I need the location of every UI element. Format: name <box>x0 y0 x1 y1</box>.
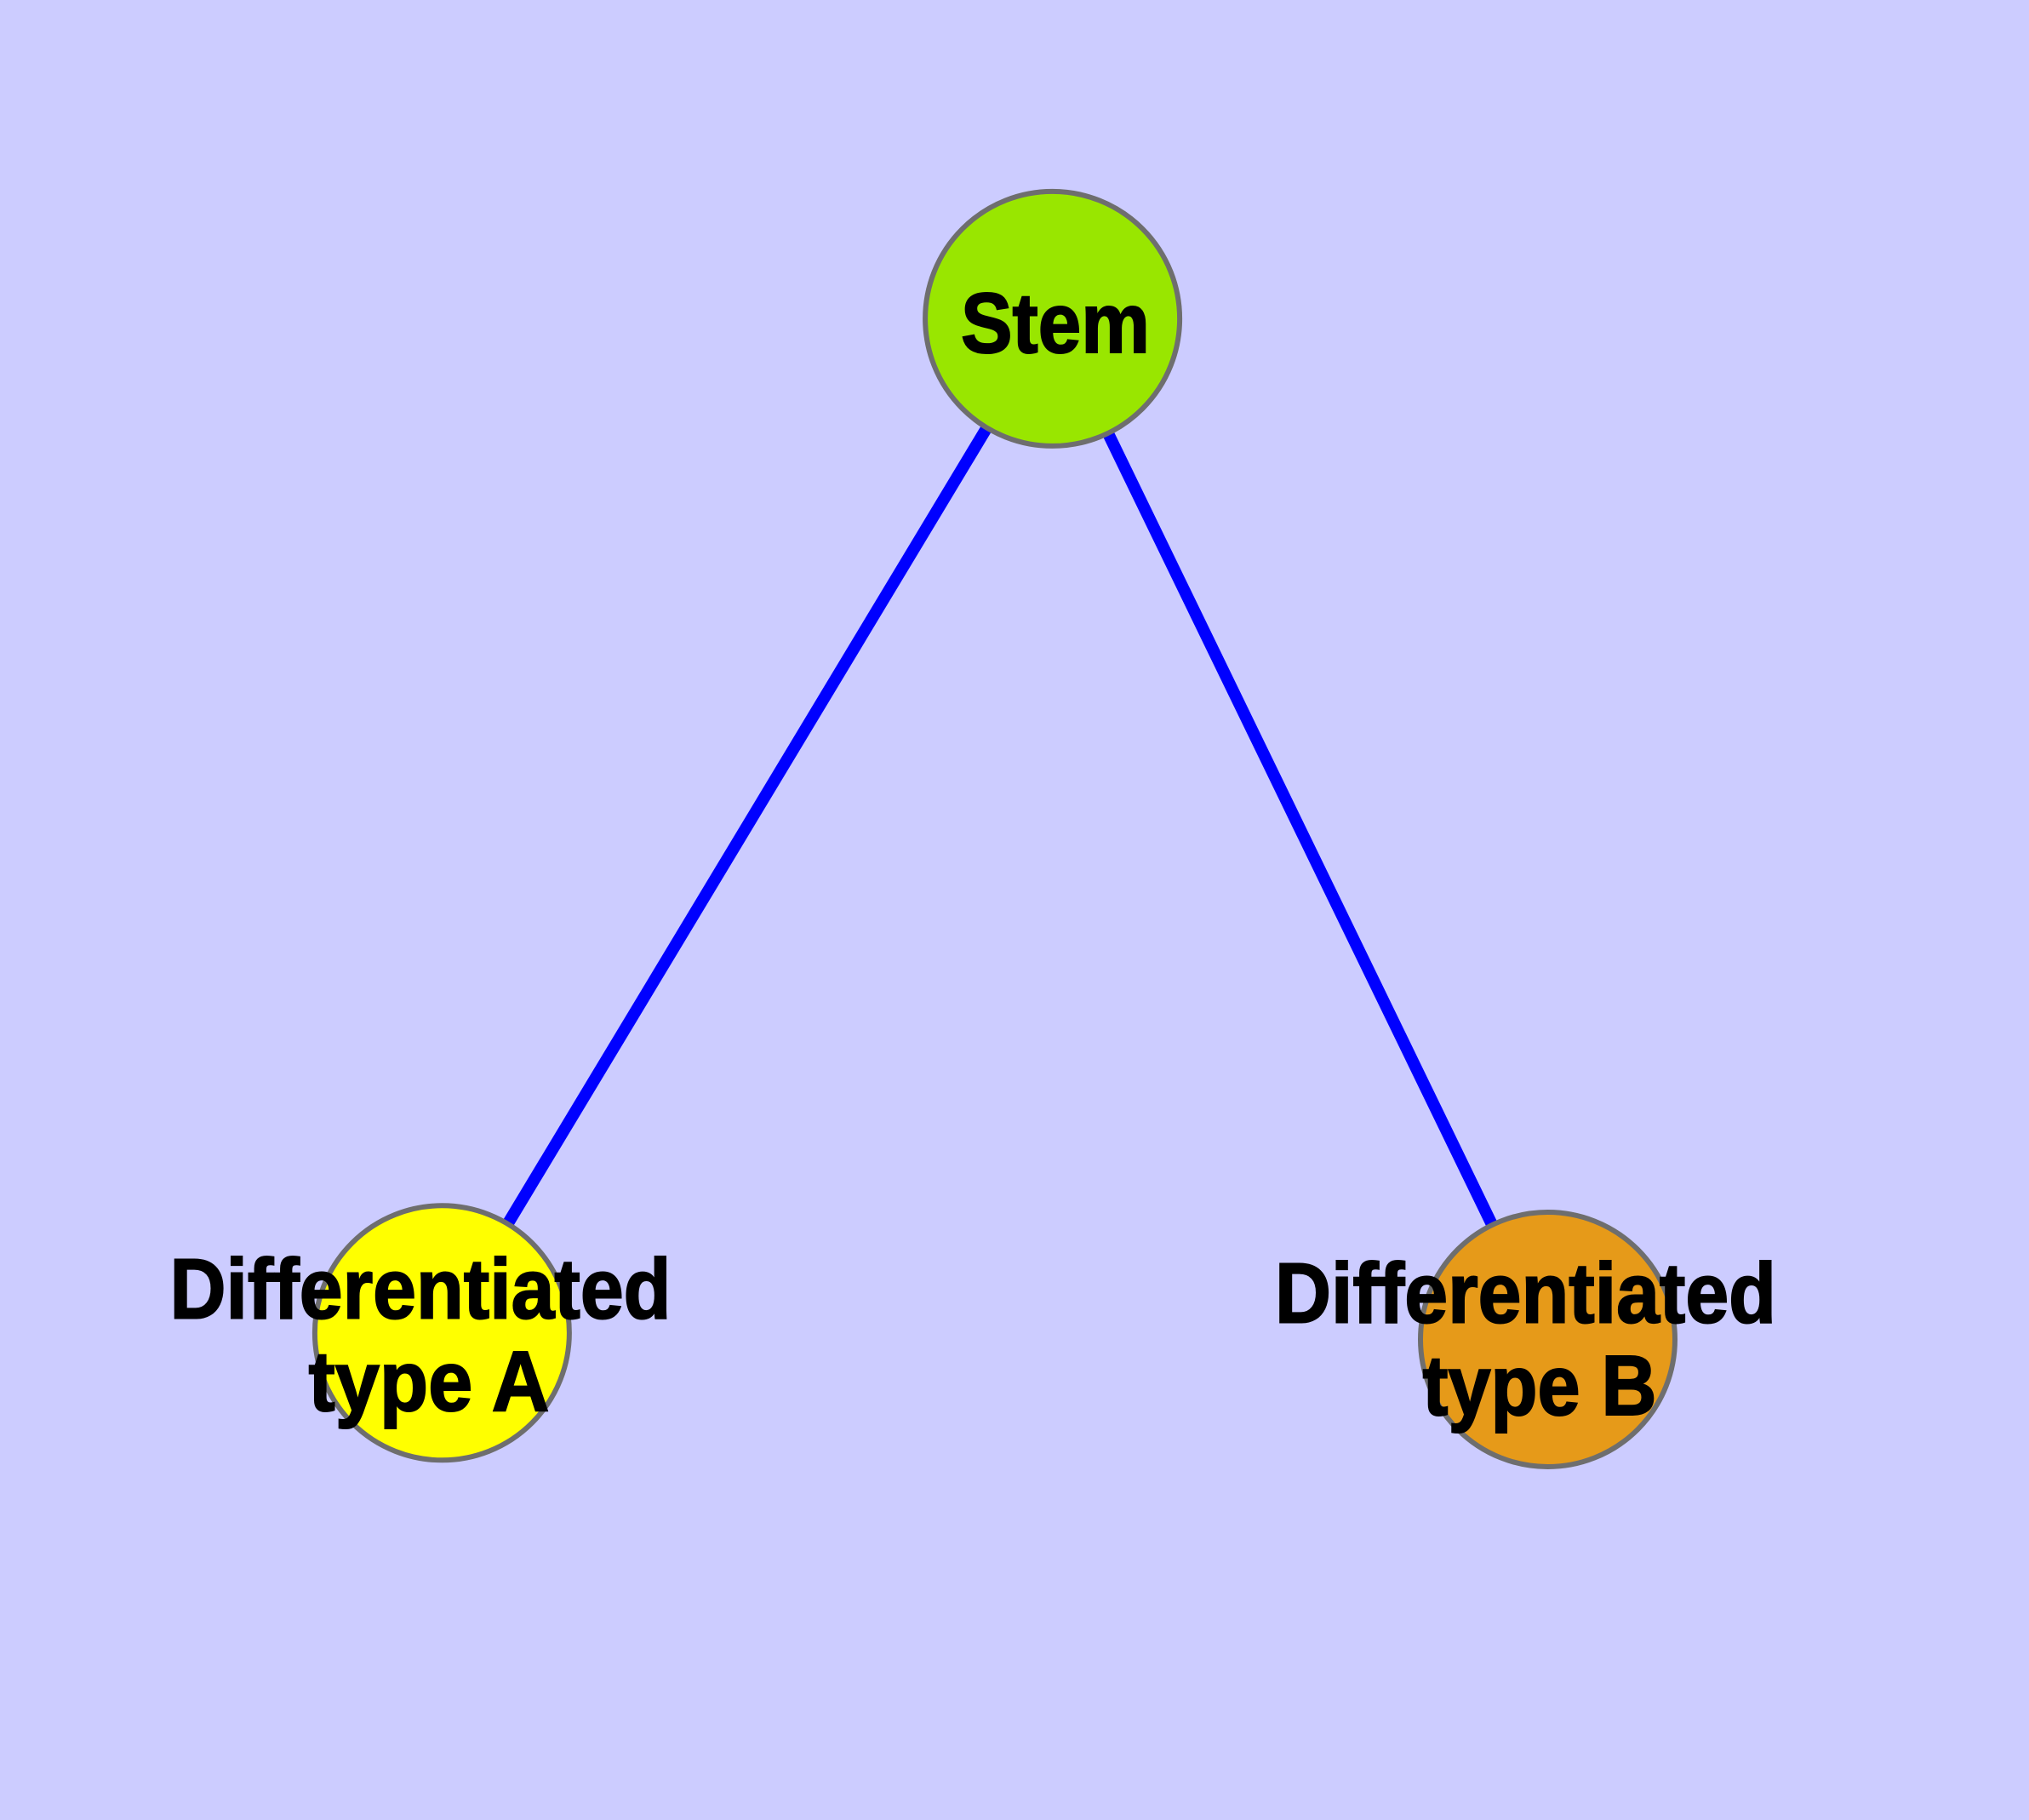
svg-text:type B: type B <box>1423 1338 1657 1434</box>
svg-text:Differentiated: Differentiated <box>1275 1246 1776 1342</box>
svg-text:Stem: Stem <box>961 276 1150 371</box>
svg-text:Differentiated: Differentiated <box>170 1242 672 1337</box>
svg-text:type A: type A <box>309 1334 550 1429</box>
